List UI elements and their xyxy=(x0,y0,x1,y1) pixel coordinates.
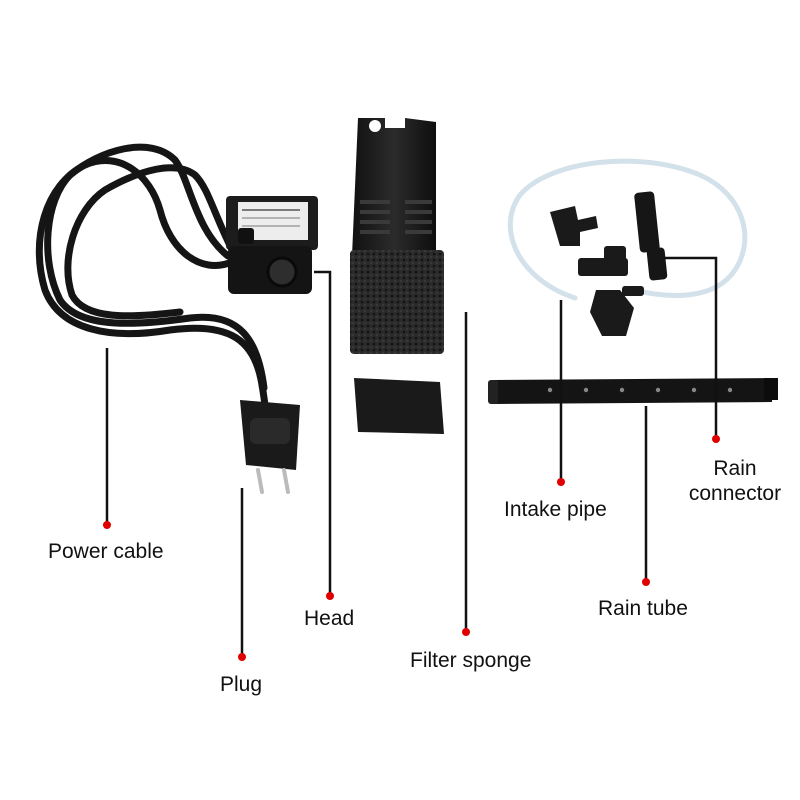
marker-filter-sponge xyxy=(462,628,470,636)
label-filter-sponge: Filter sponge xyxy=(410,649,532,672)
marker-rain-connector xyxy=(712,435,720,443)
filter-cap-icon xyxy=(354,378,444,434)
label-head: Head xyxy=(304,607,355,630)
marker-rain-tube xyxy=(642,578,650,586)
rain-tube-icon xyxy=(488,378,778,404)
label-rain-connector-line2: connector xyxy=(688,482,782,506)
label-rain-connector: Rain connector xyxy=(680,456,790,506)
marker-intake-pipe xyxy=(557,478,565,486)
marker-head xyxy=(326,592,334,600)
filter-housing-icon xyxy=(352,118,436,260)
rain-connector-icon xyxy=(634,191,668,281)
label-plug: Plug xyxy=(220,673,263,696)
tubing-icon xyxy=(507,158,748,301)
plug-icon xyxy=(240,400,300,494)
label-intake-pipe: Intake pipe xyxy=(504,498,607,521)
filter-sponge-icon xyxy=(350,250,444,354)
label-rain-tube: Rain tube xyxy=(598,597,688,620)
pump-head-icon xyxy=(226,196,318,294)
marker-plug xyxy=(238,653,246,661)
label-rain-connector-line1: Rain xyxy=(713,457,757,480)
marker-power-cable xyxy=(103,521,111,529)
intake-pipe-icon xyxy=(550,206,644,336)
leader-head xyxy=(314,270,332,594)
power-cable-icon xyxy=(35,143,271,459)
leader-rain-connector xyxy=(664,256,718,437)
label-power-cable: Power cable xyxy=(48,540,164,563)
